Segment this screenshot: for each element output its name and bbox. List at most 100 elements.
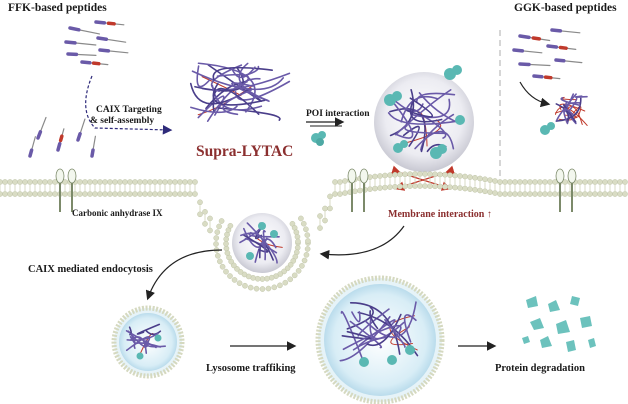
lipid-head — [147, 179, 152, 184]
lipid-head — [527, 191, 532, 196]
lipid-head — [492, 178, 497, 183]
lipid-head — [301, 221, 306, 226]
lipid-head — [612, 191, 617, 196]
lipid-head — [422, 171, 427, 176]
lipid-head — [497, 179, 502, 184]
lipid-head — [305, 246, 310, 251]
lipid-head — [22, 179, 27, 184]
lipid-head — [42, 191, 47, 196]
fiber-strand — [561, 97, 576, 99]
peptide-head — [520, 36, 529, 37]
caix-receptors — [56, 169, 576, 212]
lipid-head — [305, 238, 310, 243]
lipid-head — [582, 179, 587, 184]
lipid-head — [337, 179, 342, 184]
lipid-head — [397, 172, 402, 177]
peptide-ligand — [109, 23, 115, 24]
lipid-head — [202, 221, 207, 226]
lipid-head — [107, 191, 112, 196]
lipid-head — [592, 191, 597, 196]
fiber-strand — [576, 96, 587, 97]
lipid-head — [487, 178, 492, 183]
peptide-head — [100, 50, 108, 51]
lipid-head — [182, 179, 187, 184]
lipid-head — [227, 273, 232, 278]
lipid-head — [602, 179, 607, 184]
lipid-head — [387, 185, 392, 190]
lipid-head — [152, 179, 157, 184]
lipid-head — [427, 172, 432, 177]
lipid-head — [452, 185, 457, 190]
caix-receptor-head — [360, 169, 368, 183]
lipid-head — [417, 183, 422, 188]
lipid-head — [192, 191, 197, 196]
lipid-head — [97, 179, 102, 184]
lipid-head — [277, 283, 282, 288]
lipid-head — [62, 191, 67, 196]
lipid-head — [457, 173, 462, 178]
lipid-head — [452, 173, 457, 178]
lipid-head — [237, 281, 242, 286]
lipid-head — [402, 172, 407, 177]
lipid-head — [397, 184, 402, 189]
lipid-head — [372, 174, 377, 179]
lipid-head — [142, 179, 147, 184]
lipid-head — [602, 191, 607, 196]
lipid-head — [447, 173, 452, 178]
caix-receptor-head — [556, 169, 564, 183]
lipid-head — [472, 187, 477, 192]
lipid-head — [342, 178, 347, 183]
lipid-head — [577, 191, 582, 196]
lipid-head — [342, 190, 347, 195]
peptide-head — [66, 42, 75, 43]
lipid-head — [12, 179, 17, 184]
lipid-head — [248, 285, 253, 290]
lipid-head — [462, 174, 467, 179]
lipid-head — [52, 191, 57, 196]
lipid-head — [322, 218, 327, 223]
lipid-head — [432, 184, 437, 189]
lipid-head — [542, 179, 547, 184]
lipid-head — [127, 179, 132, 184]
lipid-head — [407, 184, 412, 189]
lipid-head — [82, 179, 87, 184]
carbonic-anhydrase-label: Carbonic anhydrase IX — [72, 208, 163, 218]
lipid-head — [117, 191, 122, 196]
peptide-head — [556, 60, 564, 61]
lipid-head — [219, 218, 224, 223]
peptide-ligand — [94, 63, 99, 64]
lipid-head — [477, 176, 482, 181]
lipid-head — [266, 286, 271, 291]
lysosome-lumen — [324, 284, 436, 396]
supra-lytac-network — [191, 63, 290, 121]
caix-receptor-head — [348, 169, 356, 183]
lipid-head — [27, 191, 32, 196]
lipid-head — [77, 191, 82, 196]
lipid-head — [562, 191, 567, 196]
lipid-head — [617, 191, 622, 196]
lipid-head — [260, 286, 265, 291]
lipid-head — [162, 179, 167, 184]
lipid-head — [377, 185, 382, 190]
lipid-head — [572, 191, 577, 196]
lipid-head — [367, 187, 372, 192]
lipid-head — [295, 234, 300, 239]
peptide-head — [38, 132, 40, 138]
lipid-head — [242, 283, 247, 288]
lipid-head — [224, 246, 229, 251]
lipid-head — [304, 252, 309, 257]
lipid-head — [254, 286, 259, 291]
lipid-head — [269, 275, 274, 280]
lipid-head — [303, 227, 308, 232]
ffk-title: FFK-based peptides — [8, 2, 107, 14]
lipid-head — [537, 179, 542, 184]
lipid-head — [467, 187, 472, 192]
lipid-head — [283, 280, 288, 285]
lipid-head — [137, 191, 142, 196]
lipid-head — [462, 186, 467, 191]
lipid-head — [37, 191, 42, 196]
lipid-head — [32, 179, 37, 184]
lipid-head — [592, 179, 597, 184]
